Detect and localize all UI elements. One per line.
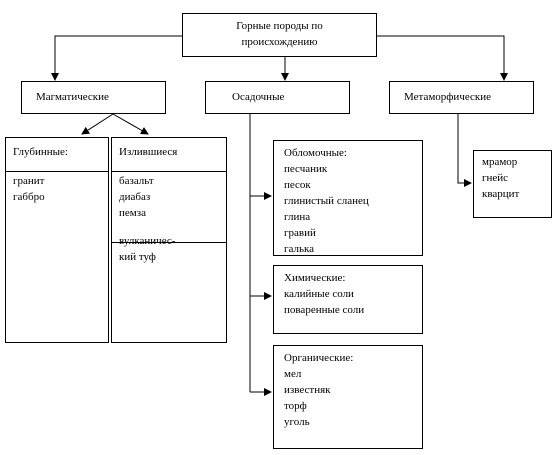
effusive-rocks-label: Излившиеся [119, 146, 178, 158]
list-item: гравий [284, 227, 316, 239]
list-item: поваренные соли [284, 304, 365, 316]
effusive-rocks-divider [112, 171, 226, 172]
magmatic-to-effusive-arrow [112, 113, 149, 135]
sedimentary-label: Осадочные [232, 91, 285, 103]
metamorphic-rocks-list: мрамор гнейс кварцит [482, 154, 519, 202]
organic-rocks-label: Органические: [284, 352, 354, 364]
root-node: Горные породы по происхождению [182, 13, 377, 57]
magmatic-to-deep-arrow [81, 113, 114, 135]
list-item: кварцит [482, 188, 520, 200]
clastic-rocks-label: Обломочные: [284, 147, 347, 159]
root-to-metamorphic-arrow [377, 35, 508, 81]
list-item: уголь [284, 416, 310, 428]
organic-rocks-list: мел известняк торф уголь [284, 366, 331, 430]
list-item: известняк [284, 384, 331, 396]
root-title-line1: Горные породы по [236, 20, 323, 32]
deep-rocks-list: гранит габбро [13, 173, 45, 205]
list-item: гнейс [482, 172, 509, 184]
clastic-rocks-list: песчаник песок глинистый сланец глина гр… [284, 161, 369, 257]
metamorphic-node: Метаморфические [389, 81, 534, 114]
root-title-line2: происхождению [241, 36, 318, 48]
list-item: торф [284, 400, 307, 412]
list-item: мел [284, 368, 302, 380]
list-item: глинистый сланец [284, 195, 369, 207]
chemical-rocks-box: Химические: калийные соли поваренные сол… [273, 265, 423, 334]
list-item: пемза [119, 207, 146, 219]
list-item: мрамор [482, 156, 518, 168]
chemical-rocks-label: Химические: [284, 272, 346, 284]
list-item: галька [284, 243, 315, 255]
deep-rocks-box: Глубинные: гранит габбро [5, 137, 109, 343]
deep-rocks-label: Глубинные: [13, 146, 68, 158]
list-item: гранит [13, 175, 45, 187]
deep-rocks-divider [6, 171, 108, 172]
metamorphic-rocks-box: мрамор гнейс кварцит [473, 150, 552, 218]
effusive-rocks-box: Излившиеся базальт диабаз пемза вулканич… [111, 137, 227, 343]
magmatic-label: Магматические [36, 91, 109, 103]
list-item: глина [284, 211, 311, 223]
list-item: базальт [119, 175, 154, 187]
effusive-rocks-list: базальт диабаз пемза [119, 173, 154, 221]
list-item: диабаз [119, 191, 151, 203]
list-item: калийные соли [284, 288, 354, 300]
list-item: габбро [13, 191, 45, 203]
sedimentary-node: Осадочные [205, 81, 350, 114]
list-item: песок [284, 179, 311, 191]
tuff-line2: кий туф [119, 251, 156, 263]
magmatic-node: Магматические [21, 81, 166, 114]
chemical-rocks-list: калийные соли поваренные соли [284, 286, 364, 318]
metamorphic-label: Метаморфические [404, 91, 492, 103]
clastic-rocks-box: Обломочные: песчаник песок глинистый сла… [273, 140, 423, 256]
organic-rocks-box: Органические: мел известняк торф уголь [273, 345, 423, 449]
root-to-magmatic-arrow [51, 35, 182, 81]
metamorphic-to-rocks-arrow [457, 114, 472, 187]
tuff-line1: вулканичес- [119, 235, 176, 247]
list-item: песчаник [284, 163, 328, 175]
effusive-rocks-divider-2 [112, 242, 226, 243]
